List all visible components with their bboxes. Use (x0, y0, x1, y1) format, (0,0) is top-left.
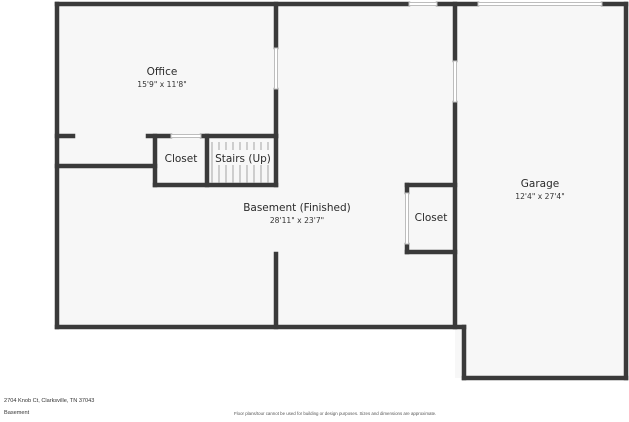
address-text: 2704 Knob Ct, Clarksville, TN 37043 (4, 398, 95, 404)
room-stairs-name: Stairs (Up) (215, 153, 271, 165)
floor-fills (57, 4, 626, 378)
window-top-mid (408, 2, 438, 6)
stairs-label-bg (214, 150, 272, 165)
room-closet-left-name: Closet (165, 153, 198, 165)
room-basement-dims: 28'11" x 23'7" (270, 216, 324, 225)
room-office-name: Office (147, 66, 178, 78)
floor-level-label: Basement (4, 410, 30, 416)
window-garage-top (477, 2, 603, 6)
room-garage-dims: 12'4" x 27'4" (515, 192, 564, 201)
openings (170, 2, 603, 245)
disclaimer-text: Floor plans/tour cannot be used for buil… (234, 411, 437, 416)
room-closet-right-name: Closet (415, 212, 448, 224)
garage-floor (455, 4, 626, 378)
door-closet-right (405, 192, 409, 245)
door-office (274, 47, 278, 90)
room-garage-name: Garage (521, 178, 559, 190)
room-office-dims: 15'9" x 11'8" (137, 80, 186, 89)
walls (54, 1, 629, 381)
room-basement-name: Basement (Finished) (243, 202, 351, 214)
door-closet-left (170, 134, 202, 138)
door-garage (453, 60, 457, 103)
